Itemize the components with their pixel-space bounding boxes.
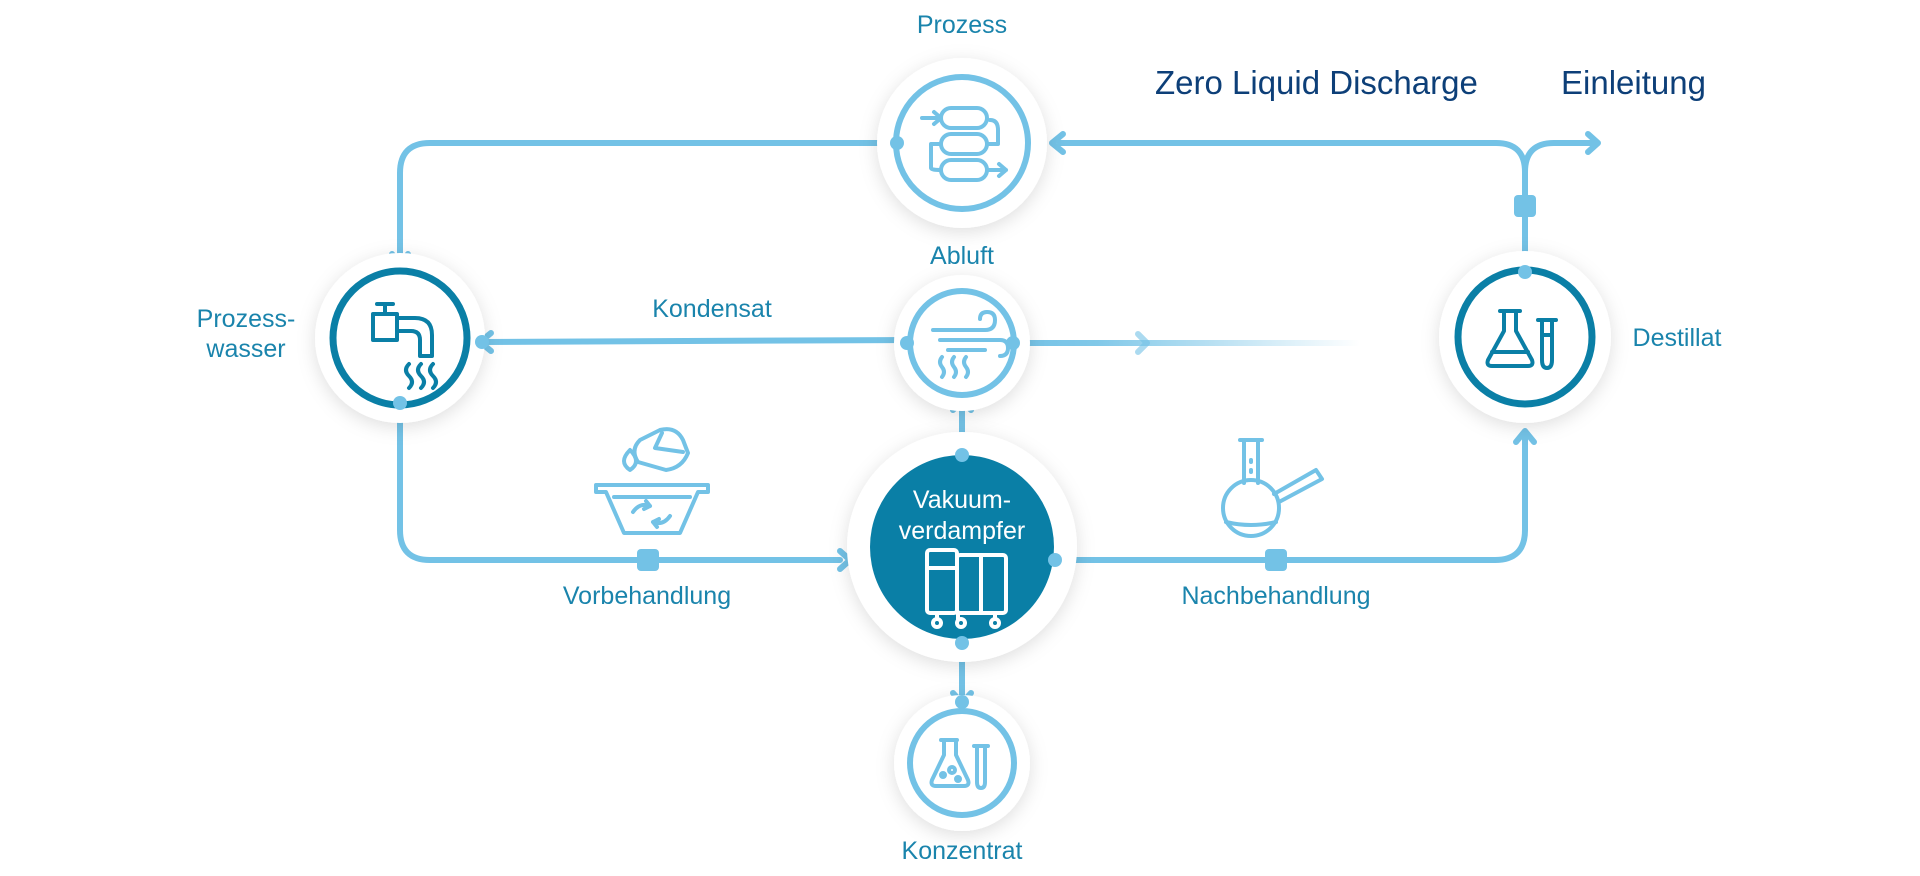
valve-vorbehandlung [637,549,659,571]
label-vorbehandlung: Vorbehandlung [562,582,732,610]
wind-icon [931,310,1010,379]
label-konzentrat: Konzentrat [901,837,1023,865]
node-prozesswasser [315,253,489,423]
title-einleitung: Einleitung [1561,64,1706,101]
label-prozess: Prozess [916,11,1008,39]
faucet-icon [371,302,438,390]
valve-destillat [1514,195,1536,217]
flask-tube-icon [929,738,990,790]
label-prozesswasser-line2: wasser [206,335,286,363]
valves [637,195,1536,571]
line-kondensat [479,337,910,345]
evaporator-machine-icon [925,548,1008,629]
label-abluft: Abluft [930,242,994,270]
arrow-einleitung [1585,131,1601,155]
round-flask-icon [1221,438,1324,538]
arrow-into-prozess [1049,131,1066,155]
pretreatment-basin-icon [594,427,710,535]
label-vakuum-line1: Vakuum- [912,486,1012,514]
label-destillat: Destillat [1632,324,1722,352]
line-destillat-to-prozess [1057,140,1528,275]
flow-lines [397,140,1599,703]
line-einleitung [1522,140,1599,175]
label-vakuum-line2: verdampfer [898,517,1026,545]
arrow-abluft-exhaust [1135,331,1150,355]
flask-tube-icon [1485,309,1558,370]
arrow-into-destillat [1513,428,1537,445]
label-prozesswasser: Prozess- wasser [186,304,306,364]
node-abluft [894,275,1030,411]
line-vorbehandlung [397,400,843,563]
node-vakuumverdampfer [847,432,1077,662]
filter-cartridge-icon [920,106,1008,182]
valve-nachbehandlung [1265,549,1287,571]
line-nachbehandlung [1052,431,1528,563]
node-konzentrat [894,695,1030,831]
label-vakuumverdampfer: Vakuum- verdampfer [892,485,1032,547]
label-kondensat: Kondensat [652,295,772,323]
label-nachbehandlung: Nachbehandlung [1181,582,1371,610]
title-zero-liquid-discharge: Zero Liquid Discharge [1155,64,1478,101]
line-prozess-to-wasser [397,140,900,265]
node-destillat [1439,251,1611,423]
label-prozesswasser-line1: Prozess- [196,305,296,333]
node-prozess [877,58,1047,228]
